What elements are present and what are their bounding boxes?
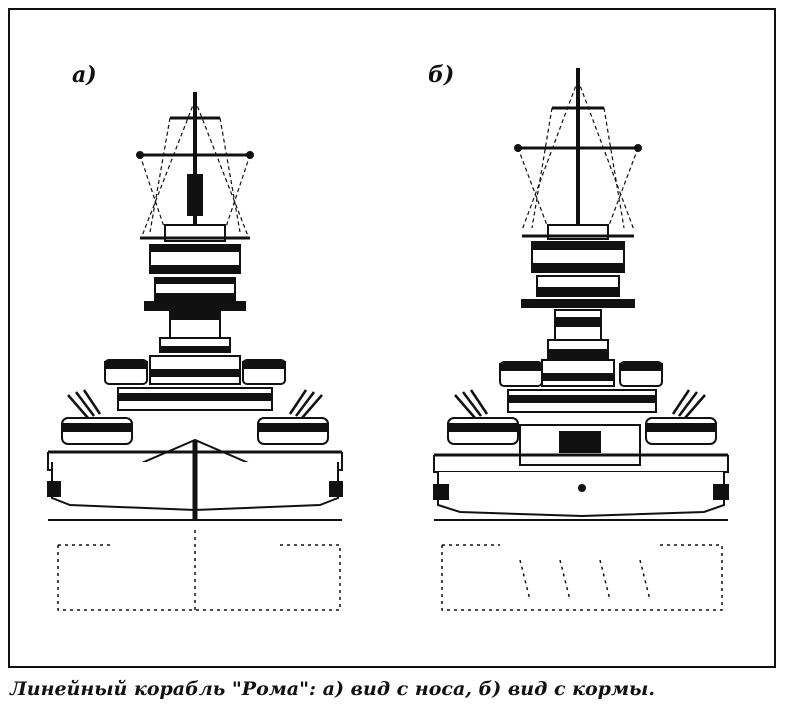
figure-caption: Линейный корабль "Рома": а) вид с носа, …	[10, 678, 655, 700]
figure-frame: а) б)	[8, 8, 776, 668]
stern-view-drawing	[433, 68, 729, 611]
bow-view-drawing	[47, 92, 343, 611]
panel-label-a: а)	[72, 62, 97, 88]
panel-label-b: б)	[428, 62, 455, 88]
